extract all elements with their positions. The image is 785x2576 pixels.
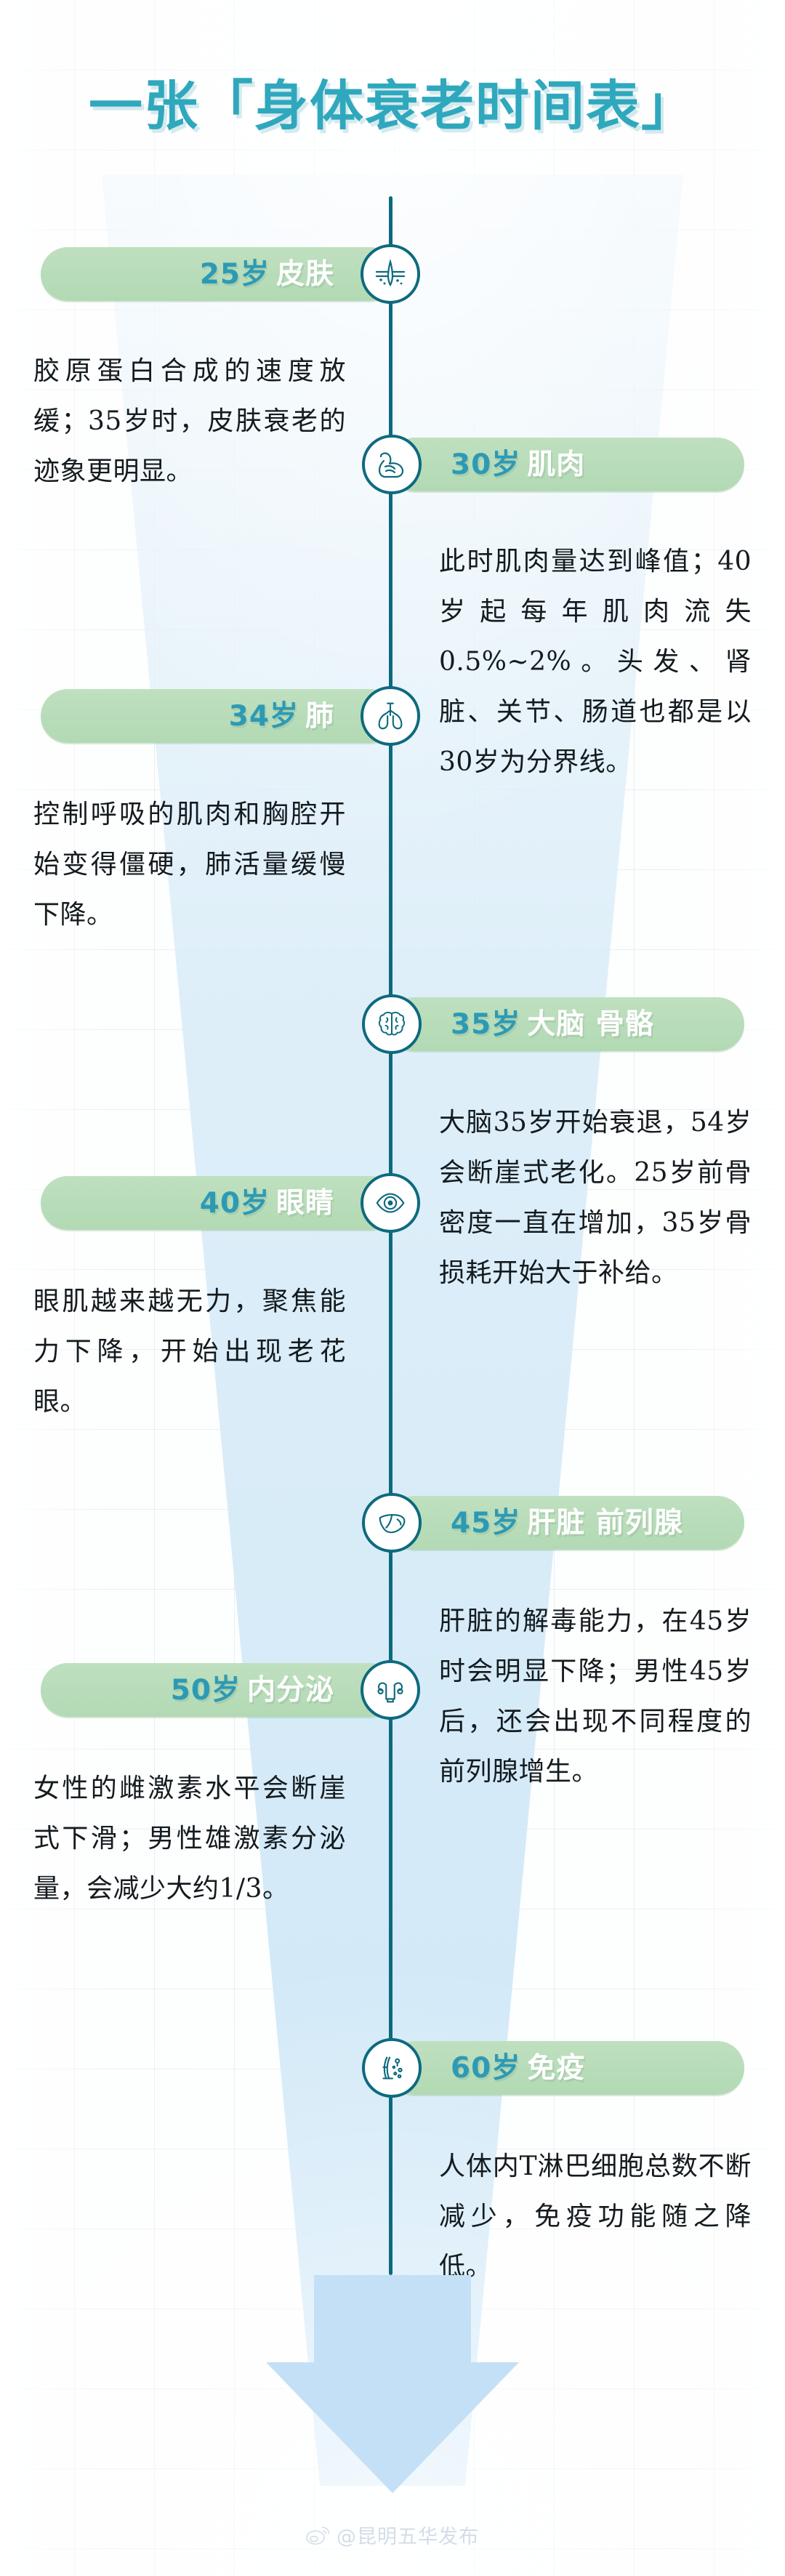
entry-body-45: 肝脏的解毒能力，在45岁时会明显下降；男性45岁后，还会出现不同程度的前列腺增生… (439, 1606, 752, 1787)
entry-age-40: 40岁 (199, 1186, 270, 1220)
entry-body-60: 人体内T淋巴细胞总数不断减少，免疫功能随之降低。 (439, 2152, 752, 2282)
entry-pill-34[interactable]: 34岁肺 (41, 689, 397, 743)
entry-pill-50[interactable]: 50岁内分泌 (41, 1663, 397, 1717)
entry-age-25: 25岁 (199, 257, 270, 291)
eye-icon (361, 1173, 420, 1233)
entry-organ-34: 肺 (305, 699, 334, 733)
entry-body-25: 胶原蛋白合成的速度放缓；35岁时，皮肤衰老的迹象更明显。 (33, 356, 346, 487)
microscope-icon (362, 2038, 422, 2098)
entry-pill-45[interactable]: 45岁肝脏 前列腺 (388, 1496, 744, 1550)
entry-organ-45: 肝脏 前列腺 (527, 1506, 683, 1539)
entry-age-35: 35岁 (451, 1007, 521, 1041)
entry-organ-60: 免疫 (527, 2051, 586, 2085)
entry-body-50: 女性的雌激素水平会断崖式下滑；男性雄激素分泌量，会减少大约1/3。 (33, 1774, 346, 1904)
biceps-muscle-icon (362, 435, 422, 494)
entry-pill-25[interactable]: 25岁皮肤 (41, 247, 397, 301)
entry-age-45: 45岁 (451, 1506, 521, 1539)
watermark: @昆明五华发布 (0, 2521, 785, 2549)
entry-body-30: 此时肌肉量达到峰值；40岁起每年肌肉流失0.5%~2%。头发、肾脏、关节、肠道也… (439, 547, 752, 778)
entry-organ-35: 大脑 骨骼 (527, 1007, 654, 1041)
watermark-text: @昆明五华发布 (337, 2526, 479, 2548)
down-arrow-graphic (266, 2275, 519, 2493)
liver-icon (362, 1493, 422, 1553)
entry-organ-40: 眼睛 (275, 1186, 334, 1220)
uterus-endocrine-icon (361, 1660, 420, 1720)
entry-age-30: 30岁 (451, 448, 521, 481)
entry-pill-40[interactable]: 40岁眼睛 (41, 1176, 397, 1230)
entry-organ-25: 皮肤 (275, 257, 334, 291)
lungs-icon (361, 686, 420, 746)
entry-body-35: 大脑35岁开始衰退，54岁会断崖式老化。25岁前骨密度一直在增加，35岁骨损耗开… (439, 1108, 752, 1289)
skin-follicle-icon (361, 244, 420, 304)
entry-pill-35[interactable]: 35岁大脑 骨骼 (388, 997, 744, 1051)
entry-age-34: 34岁 (228, 699, 299, 733)
entry-body-40: 眼肌越来越无力，聚焦能力下降，开始出现老花眼。 (33, 1287, 346, 1417)
brain-icon (362, 994, 422, 1054)
page-title-wrapper: 一张「身体衰老时间表」 (0, 63, 785, 140)
entry-organ-30: 肌肉 (527, 448, 586, 481)
page-title: 一张「身体衰老时间表」 (89, 75, 696, 137)
entry-pill-30[interactable]: 30岁肌肉 (388, 438, 744, 491)
entry-pill-60[interactable]: 60岁免疫 (388, 2041, 744, 2095)
entry-organ-50: 内分泌 (246, 1673, 334, 1707)
weibo-icon (306, 2525, 331, 2545)
entry-age-60: 60岁 (451, 2051, 521, 2085)
timeline-spine (389, 196, 392, 2275)
entry-age-50: 50岁 (170, 1673, 241, 1707)
entry-body-34: 控制呼吸的肌肉和胸腔开始变得僵硬，肺活量缓慢下降。 (33, 800, 346, 930)
